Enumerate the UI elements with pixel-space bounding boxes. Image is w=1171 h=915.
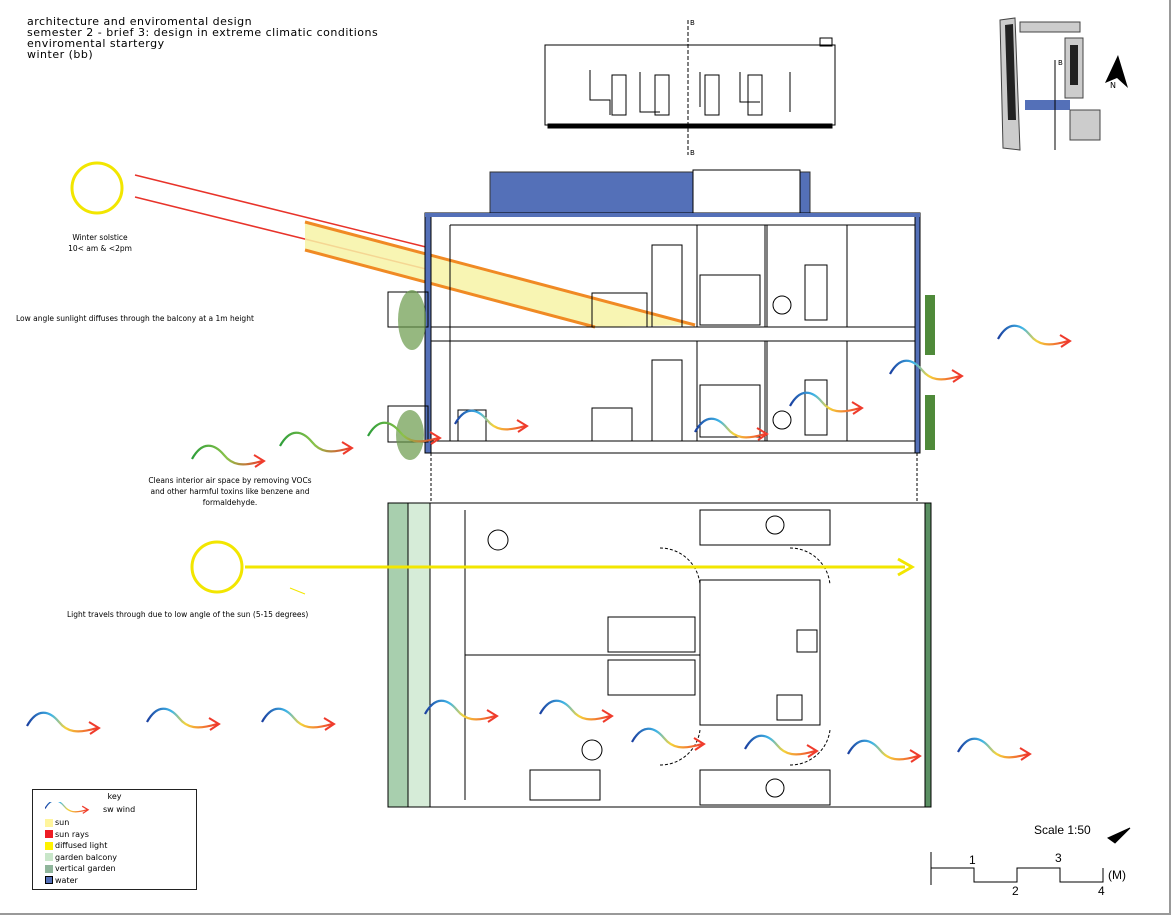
solstice-time: 10< am & <2pm	[68, 244, 132, 253]
title-line-2: Semester 2 - Brief 3: Design in Extreme …	[27, 26, 379, 39]
balcony-plants	[396, 290, 935, 460]
title-block: Architecture and Enviromental Design Sem…	[27, 16, 378, 60]
wind-icon	[45, 802, 89, 815]
legend-item-garden-balcony: Garden Balcony	[45, 852, 196, 864]
light-note: Light travels through due to low angle o…	[67, 610, 309, 619]
solstice-note: Winter solstice 10< am & <2pm	[60, 232, 140, 254]
solstice-title: Winter solstice	[72, 233, 128, 242]
scale-tick-1: 1	[969, 853, 976, 867]
scale-label: Scale 1:50	[1034, 823, 1091, 837]
title-line-1: Architecture and Enviromental Design	[27, 15, 253, 28]
scale-tick-2: 2	[1012, 884, 1019, 898]
sun-beam	[304, 220, 696, 327]
scale-unit: (M)	[1108, 868, 1126, 882]
plants-note-line: and other harmful toxins like benzene an…	[150, 487, 310, 496]
title-line-4: Winter (BB)	[27, 48, 94, 61]
legend: Key SW Wind Sun Sun rays Diffused Light …	[32, 789, 197, 890]
balcony-note: Low angle sunlight diffuses through the …	[16, 314, 254, 323]
legend-item-water: Water	[45, 875, 196, 887]
site-plan	[999, 17, 1128, 151]
top-plan	[544, 20, 836, 155]
sun-ray	[134, 174, 431, 249]
scale-bar	[930, 827, 1131, 885]
building-section	[387, 169, 921, 454]
plants-note: Cleans interior air space by removing VO…	[125, 475, 335, 508]
scale-tick-4: 4	[1098, 884, 1105, 898]
sun-icon-plan	[190, 540, 244, 594]
section-marker-top: B	[690, 19, 695, 27]
legend-item-sun: Sun	[45, 817, 196, 829]
plants-note-line: Cleans interior air space by removing VO…	[148, 476, 312, 485]
section-marker-site: B	[1058, 59, 1063, 67]
north-label: N	[1110, 81, 1116, 90]
legend-item-sun-rays: Sun rays	[45, 829, 196, 841]
plants-note-line: formaldehyde.	[202, 498, 258, 507]
legend-item-diffused-light: Diffused Light	[45, 840, 196, 852]
title-line-3: Enviromental Startergy	[27, 37, 165, 50]
sun-icon	[70, 161, 124, 215]
legend-item-vertical-garden: Vertical Garden	[45, 863, 196, 875]
legend-title: Key	[107, 792, 122, 801]
scale-tick-3: 3	[1055, 851, 1062, 865]
legend-item-wind: SW Wind	[45, 801, 196, 817]
floor-plan	[387, 502, 932, 808]
section-marker-bottom: B	[690, 149, 695, 157]
